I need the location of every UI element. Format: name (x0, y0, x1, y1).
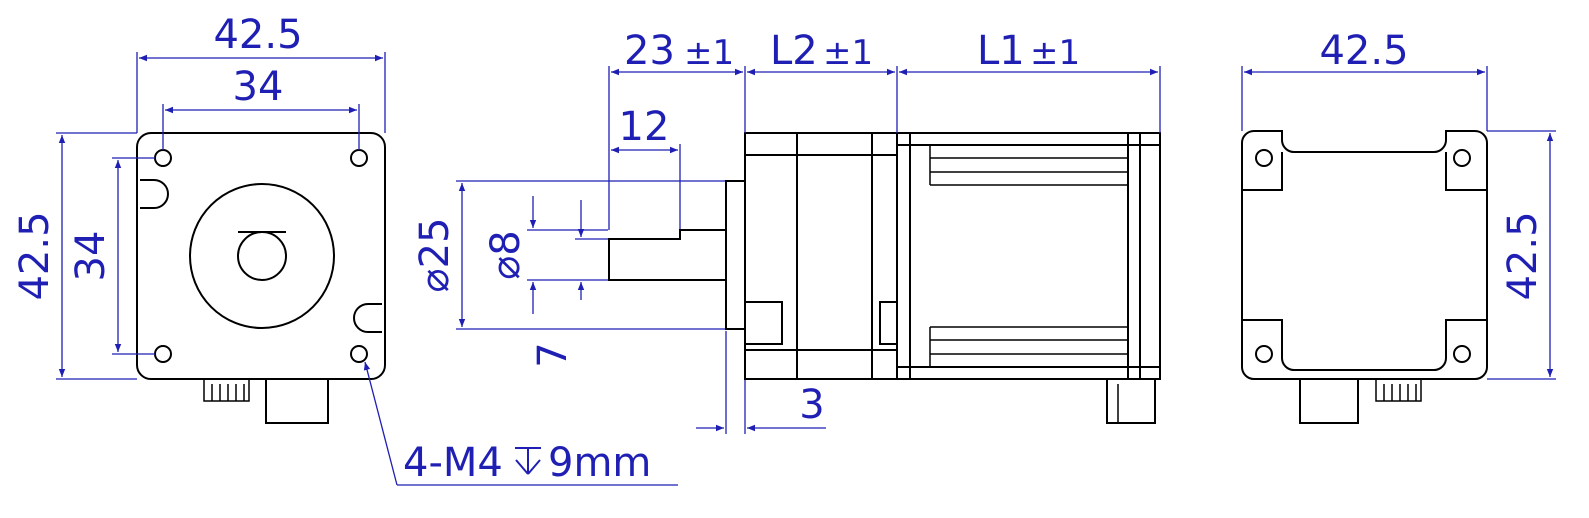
dim-l2: L2 (770, 28, 818, 74)
mounting-hole (1453, 345, 1471, 363)
flange-boss-side (725, 180, 746, 330)
rear-cover-lower (1242, 319, 1487, 371)
mounting-hole (154, 149, 172, 167)
mounting-hole (1453, 149, 1471, 167)
side-connector (1106, 378, 1156, 424)
mounting-hole (350, 149, 368, 167)
rear-width-overall: 42.5 (1319, 28, 1408, 74)
dim-flange-diameter: ⌀25 (412, 218, 458, 293)
dim-flat-length: 12 (619, 104, 670, 150)
front-slot-left (140, 179, 169, 209)
rear-corner-tr (1445, 152, 1487, 191)
mounting-hole (350, 345, 368, 363)
front-body-outline (136, 132, 386, 380)
front-view: 42.5 34 42.5 34 4-M4 9mm (12, 12, 678, 486)
dim-shaft-length-tol: ±1 (684, 33, 734, 73)
thread-note: 4-M4 (403, 440, 503, 486)
mounting-hole (1255, 345, 1273, 363)
motor-body-side (896, 132, 1161, 380)
rear-pin-header (1375, 378, 1422, 402)
rear-body-outline (1241, 130, 1488, 380)
front-slot-right (353, 303, 382, 333)
flange-boss (189, 183, 335, 329)
mounting-hole (154, 345, 172, 363)
front-height-overall: 42.5 (12, 211, 58, 300)
dim-l2-tol: ±1 (823, 33, 873, 73)
dim-shaft-length: 23 (624, 28, 675, 74)
side-view: 23 ±1 L2 ±1 L1 ±1 12 ⌀25 ⌀8 7 3 (412, 28, 1161, 434)
front-pin-header (203, 378, 250, 402)
front-cap-slot (744, 301, 783, 345)
dim-l1-tol: ±1 (1030, 33, 1080, 73)
dim-l1: L1 (977, 28, 1025, 74)
dim-flange-thickness: 3 (799, 382, 824, 428)
dim-shaft-diameter: ⌀8 (483, 230, 529, 280)
rear-connector (1299, 378, 1359, 424)
shaft-end (237, 231, 287, 281)
front-connector (265, 378, 329, 424)
shaft (608, 229, 727, 281)
front-cap (744, 132, 898, 380)
rear-height-overall: 42.5 (1500, 211, 1546, 300)
mid-slot (879, 301, 898, 345)
front-width-overall: 42.5 (213, 12, 302, 58)
front-width-holes: 34 (233, 64, 284, 110)
thread-depth: 9mm (548, 440, 651, 486)
rear-corner-tl (1242, 152, 1283, 191)
depth-icon (515, 447, 541, 475)
dim-flat-depth: 7 (530, 342, 576, 367)
mounting-hole (1255, 149, 1273, 167)
front-height-holes: 34 (68, 231, 114, 282)
rear-view: 42.5 42.5 (1241, 28, 1556, 424)
